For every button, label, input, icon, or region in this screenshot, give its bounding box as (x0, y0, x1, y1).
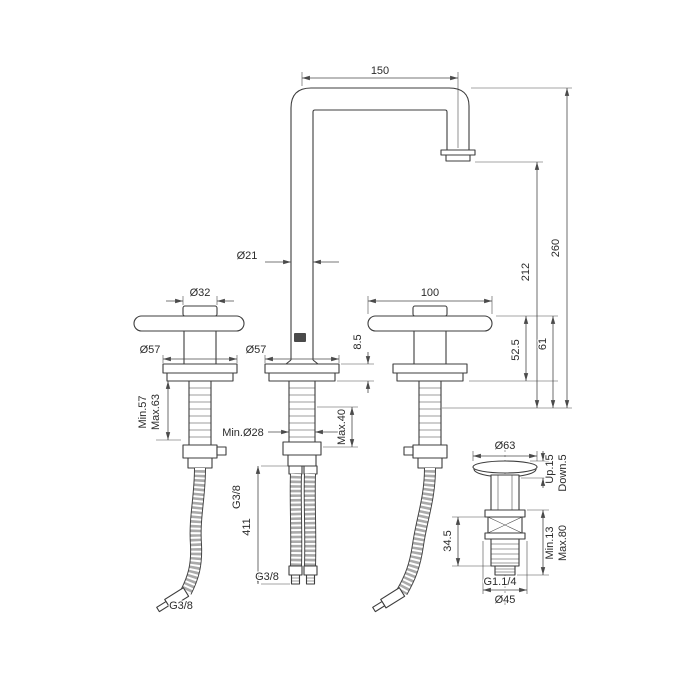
brand-mark (294, 333, 306, 342)
supply-hose-right (372, 467, 436, 613)
dim-spout-reach: 150 (371, 65, 389, 77)
popup-waste (472, 443, 538, 608)
dimension-labels: 150 260 212 Ø21 Ø32 Ø57 Ø57 100 52.5 61 … (136, 64, 571, 614)
dim-waste-down: Down.5 (557, 454, 569, 491)
center-mounting-nut (282, 441, 322, 456)
right-lever (367, 315, 493, 332)
dim-outlet-height: 212 (520, 263, 532, 281)
dim-center-flange-dia: Ø57 (246, 344, 267, 356)
dim-cap-dia: Ø32 (190, 287, 211, 299)
dim-hose-thread-top: G3/8 (231, 485, 243, 509)
dim-waste-washer-dia: Ø45 (495, 594, 516, 606)
dim-clamp-min: Min.57 (137, 395, 149, 428)
left-flange (162, 363, 238, 374)
center-flange (264, 363, 340, 374)
dim-overall-height: 260 (550, 239, 562, 257)
right-flange (392, 363, 468, 374)
dim-handle-total: 61 (537, 338, 549, 350)
center-hose-fitting (288, 565, 303, 576)
dim-handle-to-flange: 52.5 (510, 339, 522, 360)
dim-waste-dia: Ø63 (495, 440, 516, 452)
dim-waste-height: 34.5 (442, 530, 454, 551)
left-mounting-nut (182, 444, 218, 459)
spout (285, 87, 476, 365)
dim-clamp-max: Max.63 (150, 394, 162, 430)
dim-hole-min-dia: Min.Ø28 (222, 427, 264, 439)
dim-flange-thickness: 8.5 (352, 334, 364, 349)
right-handle (367, 305, 493, 469)
center-hoses (288, 465, 318, 585)
waste-flange (472, 460, 538, 474)
dim-hose-thread-bottom: G3/8 (255, 571, 279, 583)
spout-outlet (440, 149, 476, 156)
dim-hose-length: 411 (241, 518, 253, 536)
dim-waste-up: Up.15 (544, 454, 556, 483)
dim-hose-thread-left: G3/8 (169, 600, 193, 612)
dim-left-flange-dia: Ø57 (140, 344, 161, 356)
left-handle (133, 305, 245, 469)
dim-spout-dia: Ø21 (237, 250, 258, 262)
right-mounting-nut (412, 444, 448, 459)
dim-deck-max: Max.40 (336, 409, 348, 445)
dim-lever-length: 100 (421, 287, 439, 299)
center-body (264, 363, 340, 467)
dim-waste-max: Max.80 (557, 525, 569, 561)
dim-waste-thread: G1.1/4 (483, 576, 516, 588)
supply-hose-left (156, 467, 206, 613)
left-lever (133, 315, 245, 332)
dim-waste-min: Min.13 (544, 526, 556, 559)
dimension-lines (156, 72, 572, 594)
waste-thread-body (490, 538, 520, 567)
